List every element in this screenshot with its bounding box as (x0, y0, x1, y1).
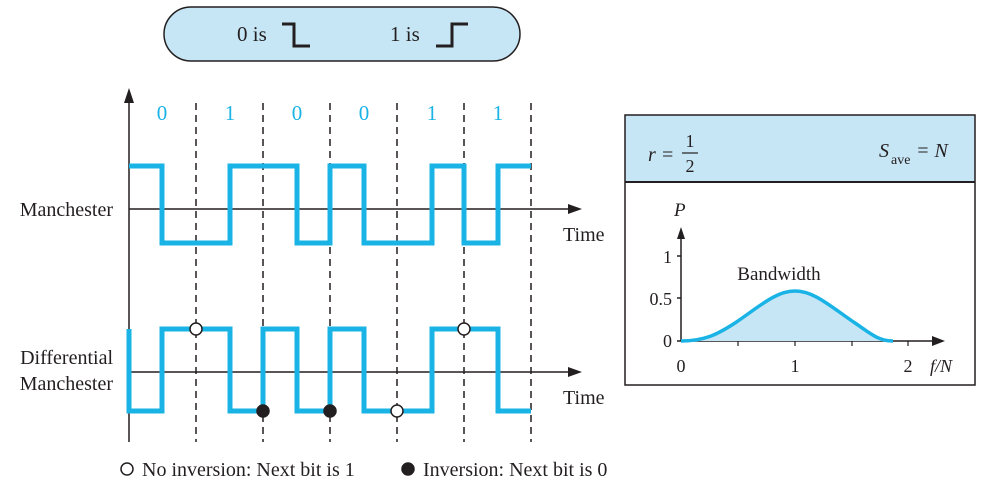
rate-denominator: 2 (686, 156, 695, 176)
spectrum-header-background (625, 115, 975, 182)
inversion-markers (189, 322, 471, 418)
power-axis-arrow-icon (677, 227, 685, 239)
no-inversion-text: No inversion: Next bit is 1 (142, 459, 355, 481)
s-ave-symbol: S (879, 140, 889, 162)
bit-label: 1 (225, 101, 236, 125)
bit-labels: 0 1 0 0 1 1 (157, 101, 504, 125)
bandwidth-label: Bandwidth (737, 264, 821, 285)
y-tick-label: 0 (663, 331, 672, 351)
manchester-waveform (129, 163, 531, 246)
frequency-axis-label: f/N (930, 356, 953, 376)
rate-label: r = (648, 144, 674, 166)
manchester-label: Manchester (20, 199, 114, 221)
differential-time-arrow-icon (568, 367, 582, 377)
x-tick-label: 1 (791, 356, 800, 376)
no-inversion-legend-icon (120, 462, 134, 476)
encoding-legend-box: 0 is 1 is (163, 6, 521, 62)
s-ave-subscript: ave (891, 153, 910, 168)
time-label-top: Time (563, 224, 605, 246)
s-ave-equals: = N (916, 140, 949, 162)
inversion-marker (323, 404, 337, 418)
spectrum-panel: r = 1 2 S ave = N P 1 0.5 0 0 1 2 f/N Ba… (624, 114, 976, 386)
y-tick-label: 0.5 (650, 289, 673, 309)
y-tick-label: 1 (663, 247, 672, 267)
one-is-label: 1 is (390, 22, 420, 46)
power-axis-label: P (673, 200, 686, 221)
inversion-legend-icon (401, 462, 415, 476)
no-inversion-marker (457, 322, 471, 336)
differential-manchester-waveform (126, 326, 531, 414)
bit-label: 1 (427, 101, 438, 125)
bit-label: 0 (157, 101, 168, 125)
zero-is-label: 0 is (237, 22, 267, 46)
time-label-bottom: Time (563, 387, 605, 409)
rate-numerator: 1 (686, 131, 695, 151)
bandwidth-curve (680, 289, 894, 343)
manchester-time-arrow-icon (568, 204, 582, 214)
x-tick-label: 2 (904, 356, 913, 376)
no-inversion-marker (390, 404, 404, 418)
x-tick-label: 0 (677, 356, 686, 376)
differential-label-line1: Differential (20, 347, 113, 369)
frequency-axis-arrow-icon (932, 336, 945, 346)
bandwidth-fill (681, 291, 893, 341)
one-transition-symbol (436, 22, 468, 48)
bit-label: 0 (359, 101, 370, 125)
marker-legend: No inversion: Next bit is 1 Inversion: N… (120, 459, 607, 481)
vertical-axis-arrow-icon (124, 88, 134, 103)
no-inversion-marker (189, 322, 203, 336)
inversion-text: Inversion: Next bit is 0 (423, 459, 607, 481)
differential-label-line2: Manchester (20, 373, 114, 395)
inversion-marker (256, 404, 270, 418)
bit-label: 0 (292, 101, 303, 125)
bit-label: 1 (493, 101, 504, 125)
zero-transition-symbol (282, 22, 310, 48)
spectrum-panel-frame (624, 114, 976, 386)
legend-box-background (163, 6, 521, 62)
